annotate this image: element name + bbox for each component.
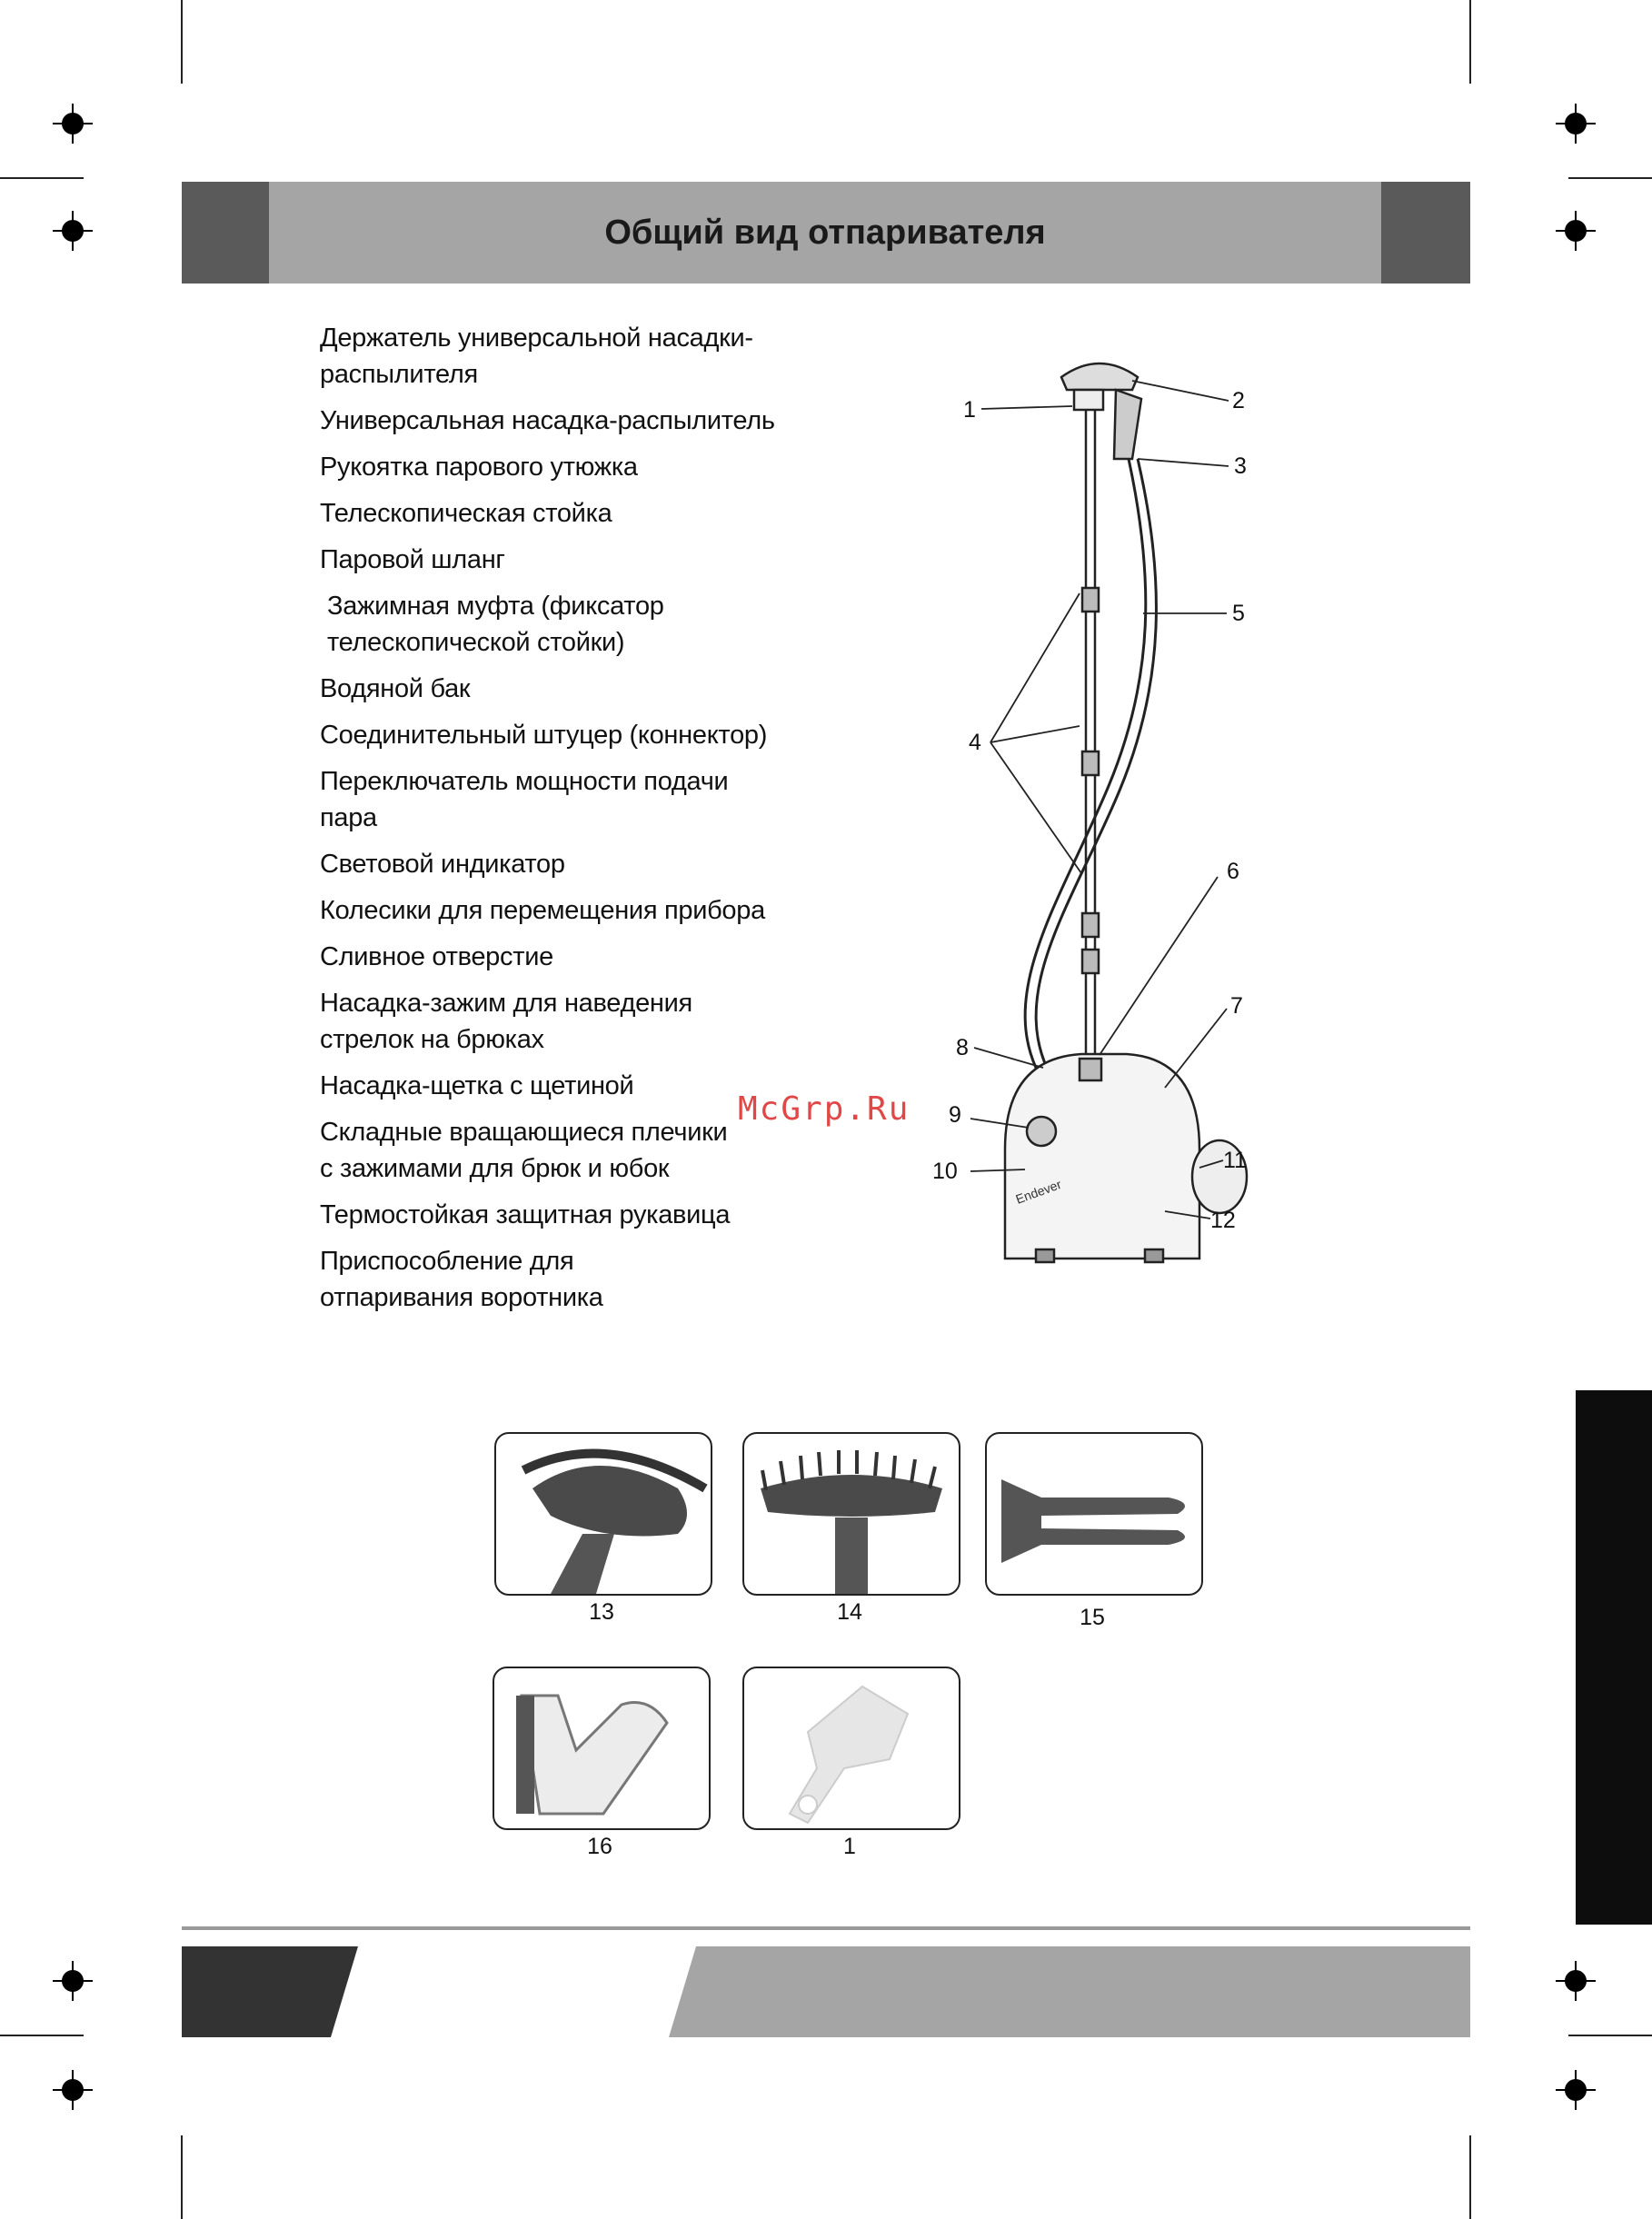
- steamer-diagram: 1 2 3 5 4 6 7 8 9 10 11 12 Endever: [932, 362, 1249, 1264]
- callout-1: 1: [963, 397, 976, 423]
- callout-6: 6: [1227, 859, 1239, 884]
- parts-list: Держатель универсальной насадки- распыли…: [320, 320, 829, 1326]
- bristle-brush-icon: [742, 1432, 960, 1596]
- heat-glove-icon: [493, 1667, 711, 1830]
- parts-list-item: Приспособление для отпаривания воротника: [320, 1247, 603, 1312]
- parts-list-item: Универсальная насадка-распылитель: [320, 406, 775, 435]
- parts-list-item: Термостойкая защитная рукавица: [320, 1200, 731, 1229]
- accessory-label-14: 14: [837, 1599, 862, 1625]
- accessory-label-13: 13: [589, 1599, 614, 1625]
- footer-bar: [182, 1946, 1470, 2037]
- registration-mark-icon: [1556, 1961, 1596, 2001]
- accessory-label-15: 15: [1080, 1605, 1105, 1630]
- registration-mark-icon: [1556, 104, 1596, 144]
- accessory-label-16: 16: [587, 1834, 612, 1859]
- parts-list-item: Паровой шланг: [320, 545, 505, 574]
- callout-11: 11: [1223, 1148, 1247, 1173]
- header-bar: [269, 182, 1381, 284]
- trouser-crease-clip-icon: [494, 1432, 712, 1596]
- side-tab: [1576, 1390, 1652, 1925]
- parts-list-item: Рукоятка парового утюжка: [320, 453, 638, 482]
- parts-list-item: Телескопическая стойка: [320, 499, 612, 528]
- callout-8: 8: [956, 1035, 969, 1060]
- callout-7: 7: [1230, 993, 1243, 1019]
- parts-list-item: Зажимная муфта (фиксатор телескопической…: [327, 592, 664, 657]
- registration-mark-icon: [1556, 211, 1596, 251]
- registration-mark-icon: [53, 1961, 93, 2001]
- collar-board-icon: [742, 1667, 960, 1830]
- parts-list-item: Соединительный штуцер (коннектор): [320, 721, 768, 750]
- parts-list-item: Колесики для перемещения прибора: [320, 896, 765, 925]
- callout-5: 5: [1232, 601, 1245, 626]
- callout-2: 2: [1232, 388, 1245, 413]
- parts-list-item: Сливное отверстие: [320, 942, 553, 971]
- callout-12: 12: [1210, 1208, 1236, 1233]
- parts-list-item: Держатель универсальной насадки- распыли…: [320, 323, 753, 389]
- page-title: Общий вид отпаривателя: [604, 214, 1046, 252]
- accessory-label-1: 1: [843, 1834, 856, 1859]
- parts-list-item: Переключатель мощности подачи пара: [320, 767, 729, 832]
- footer-divider: [182, 1926, 1470, 1930]
- registration-mark-icon: [53, 211, 93, 251]
- registration-mark-icon: [53, 2070, 93, 2110]
- registration-mark-icon: [1556, 2070, 1596, 2110]
- parts-list-item: Насадка-зажим для наведения стрелок на б…: [320, 989, 692, 1054]
- callout-4: 4: [969, 730, 981, 755]
- watermark: McGrp.Ru: [738, 1090, 911, 1128]
- registration-mark-icon: [53, 104, 93, 144]
- callout-9: 9: [949, 1102, 961, 1128]
- header-dark-block-right: [1381, 182, 1470, 284]
- parts-list-item: Водяной бак: [320, 674, 471, 703]
- callout-3: 3: [1234, 453, 1247, 479]
- parts-list-item: Световой индикатор: [320, 850, 565, 879]
- header-dark-block-left: [182, 182, 269, 284]
- callout-10: 10: [932, 1159, 958, 1184]
- parts-list-item: Насадка-щетка с щетиной: [320, 1071, 634, 1100]
- parts-list-item: Складные вращающиеся плечики с зажимами …: [320, 1118, 728, 1183]
- folding-hanger-icon: [985, 1432, 1203, 1596]
